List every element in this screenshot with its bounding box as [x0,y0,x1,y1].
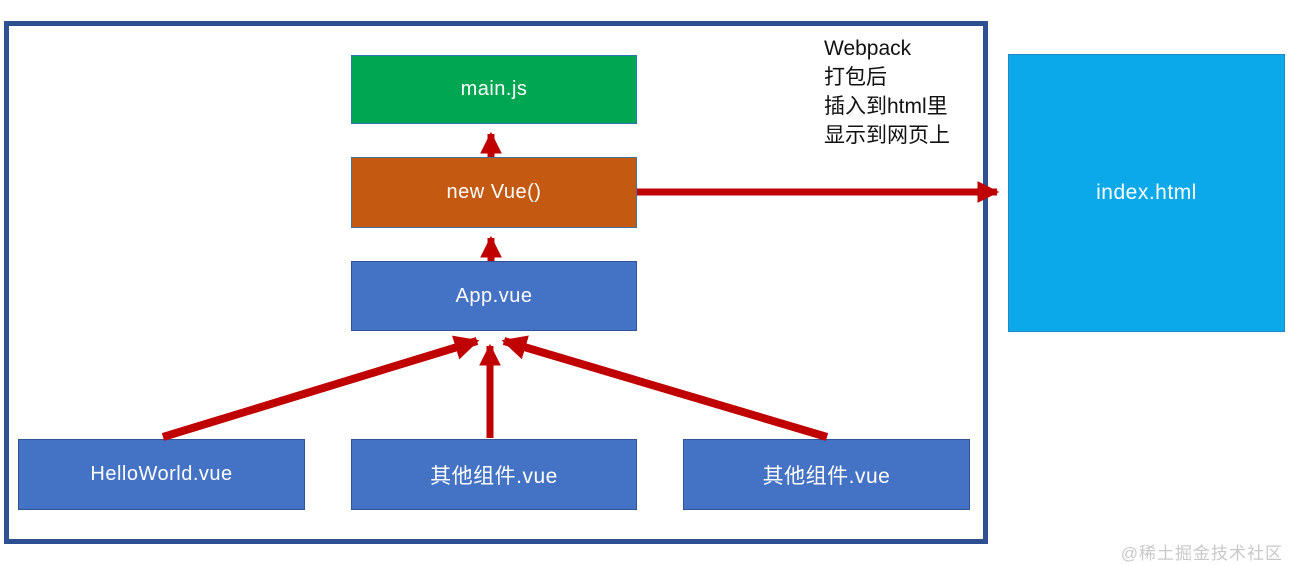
node-new-vue-label: new Vue() [446,181,542,203]
node-other-component-mid: 其他组件.vue [351,439,637,510]
node-helloworld-vue: HelloWorld.vue [18,439,305,510]
node-app-vue: App.vue [351,261,637,331]
node-index-html-label: index.html [1096,181,1197,204]
node-index-html: index.html [1008,54,1285,332]
node-app-vue-label: App.vue [455,284,533,307]
diagram-border [4,21,988,544]
node-new-vue: new Vue() [351,157,637,228]
annotation-line: 显示到网页上 [824,124,950,147]
node-other-component-right: 其他组件.vue [683,439,970,510]
annotation-line: 插入到html里 [824,95,948,118]
node-helloworld-vue-label: HelloWorld.vue [90,463,233,485]
annotation-line: Webpack [824,37,912,60]
node-other-component-right-label: 其他组件.vue [762,464,891,488]
watermark: @稀土掘金技术社区 [1120,544,1283,563]
node-main-js: main.js [351,55,637,124]
node-main-js-label: main.js [460,78,528,100]
annotation-line: 打包后 [824,66,887,89]
node-other-component-mid-label: 其他组件.vue [430,464,558,488]
webpack-annotation: Webpack 打包后 插入到html里 显示到网页上 [824,34,950,150]
